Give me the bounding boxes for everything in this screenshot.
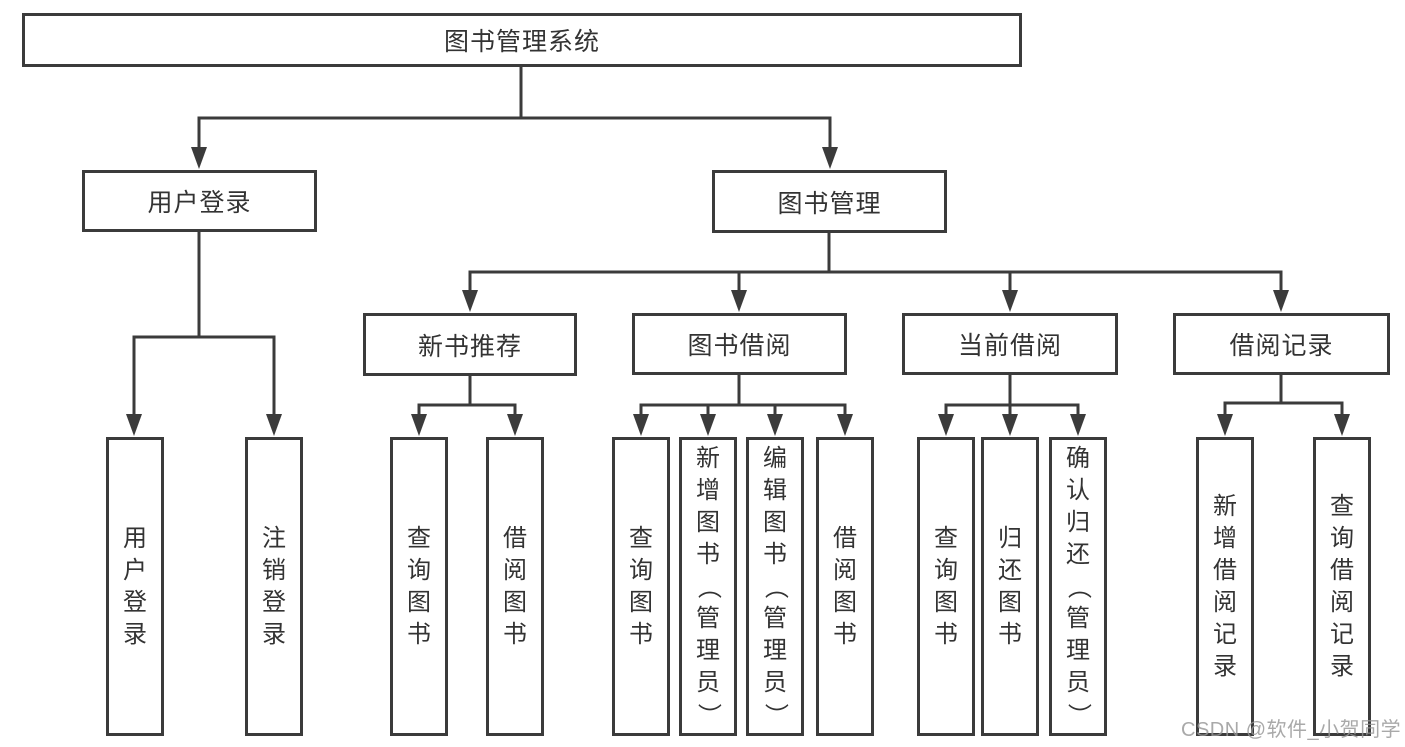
node-leaf-logout: 注销登录: [245, 437, 303, 736]
node-book-management: 图书管理: [712, 170, 947, 233]
node-book-management-label: 图书管理: [777, 189, 882, 218]
node-leaf-query-borrow-record: 查询借阅记录: [1313, 437, 1371, 736]
node-leaf-borrow-book-1-label: 借阅图书: [503, 524, 527, 648]
node-library-management-system-label: 图书管理系统: [443, 28, 600, 56]
node-leaf-edit-book-admin: 编辑图书（管理员）: [746, 437, 804, 736]
node-leaf-return-book: 归还图书: [981, 437, 1039, 736]
node-leaf-query-book-1: 查询图书: [390, 437, 448, 736]
node-leaf-logout-label: 注销登录: [262, 524, 286, 648]
csdn-watermark: CSDN @软件_小贺同学: [1181, 719, 1402, 741]
node-leaf-add-book-admin-label: 新增图书（管理员）: [695, 444, 722, 727]
node-leaf-confirm-return-admin: 确认归还（管理员）: [1049, 437, 1107, 736]
node-book-borrow-label: 图书借阅: [687, 332, 792, 360]
connector-book-borrow-to-leaves: [639, 373, 847, 420]
connector-current-borrow-to-leaves: [944, 373, 1080, 420]
connector-new-rec-to-leaves: [417, 374, 517, 420]
node-borrow-record-label: 借阅记录: [1229, 332, 1334, 360]
node-user-login: 用户登录: [82, 170, 317, 232]
node-library-management-system: 图书管理系统: [22, 13, 1022, 67]
node-leaf-query-book-2-label: 查询图书: [629, 524, 653, 648]
node-leaf-query-book-2: 查询图书: [612, 437, 670, 736]
node-leaf-query-book-3-label: 查询图书: [934, 524, 958, 648]
arrowheads: [126, 147, 1350, 436]
node-leaf-query-book-3: 查询图书: [917, 437, 975, 736]
node-leaf-query-book-1-label: 查询图书: [407, 524, 431, 648]
node-leaf-borrow-book-2-label: 借阅图书: [833, 524, 857, 648]
node-leaf-user-login: 用户登录: [106, 437, 164, 736]
node-leaf-user-login-label: 用户登录: [123, 524, 147, 648]
connector-root-to-level2: [197, 65, 832, 152]
node-leaf-borrow-book-1: 借阅图书: [486, 437, 544, 736]
node-leaf-confirm-return-admin-label: 确认归还（管理员）: [1065, 444, 1092, 727]
connector-user-login-to-leaves: [132, 230, 276, 420]
node-leaf-add-borrow-record: 新增借阅记录: [1196, 437, 1254, 736]
node-leaf-borrow-book-2: 借阅图书: [816, 437, 874, 736]
node-book-borrow: 图书借阅: [632, 313, 847, 375]
node-current-borrow-label: 当前借阅: [957, 332, 1062, 360]
node-new-book-recommend: 新书推荐: [363, 313, 577, 376]
node-leaf-query-borrow-record-label: 查询借阅记录: [1330, 492, 1354, 680]
connector-book-mgmt-to-level3: [468, 231, 1283, 295]
node-new-book-recommend-label: 新书推荐: [417, 332, 522, 361]
node-user-login-label: 用户登录: [147, 189, 252, 217]
connector-borrow-record-to-leaves: [1223, 373, 1344, 420]
node-leaf-add-borrow-record-label: 新增借阅记录: [1213, 492, 1237, 680]
node-current-borrow: 当前借阅: [902, 313, 1118, 375]
node-leaf-edit-book-admin-label: 编辑图书（管理员）: [762, 444, 789, 727]
node-borrow-record: 借阅记录: [1173, 313, 1390, 375]
node-leaf-return-book-label: 归还图书: [998, 524, 1022, 648]
node-leaf-add-book-admin: 新增图书（管理员）: [679, 437, 737, 736]
